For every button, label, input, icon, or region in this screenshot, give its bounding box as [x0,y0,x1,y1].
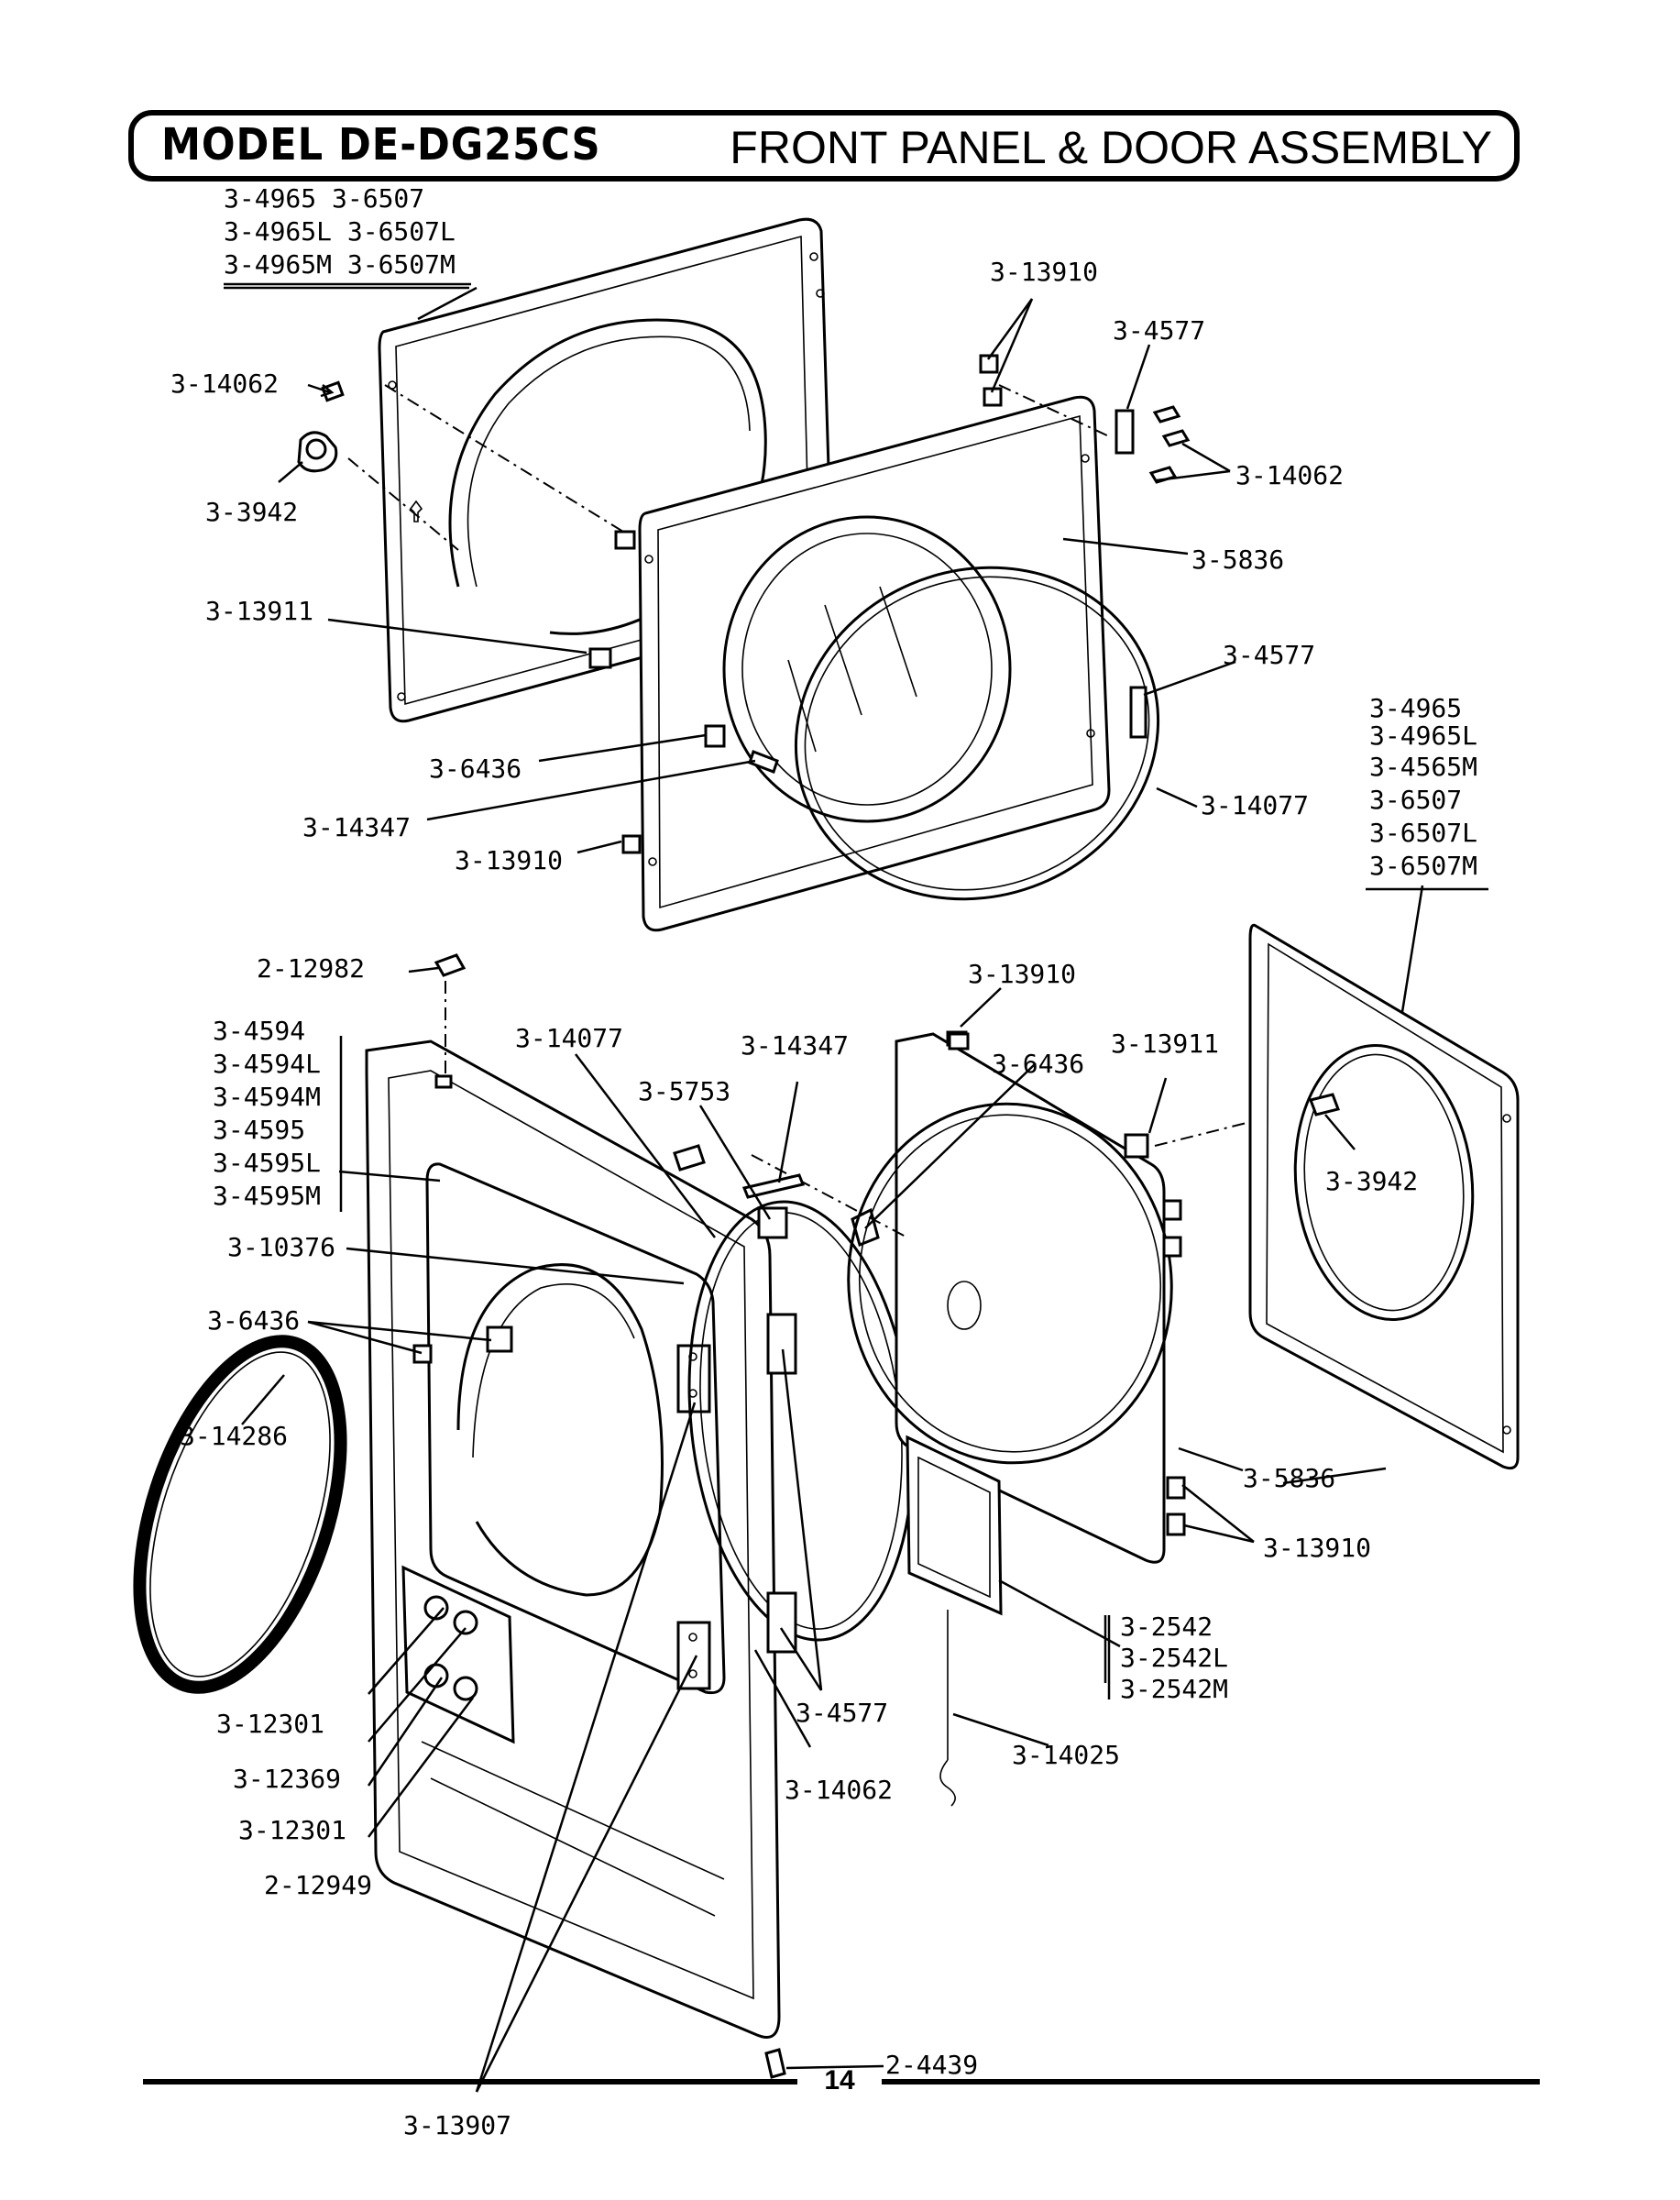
label-3-4577-b: 3-4577 [1223,640,1315,670]
part-labels: 3-4965 3-6507 3-4965L 3-6507L 3-4965M 3-… [170,183,1477,2140]
label-3-5836-b: 3-5836 [1243,1463,1335,1493]
label-3-14347-b: 3-14347 [741,1030,849,1061]
label-3-4577-c: 3-4577 [796,1698,888,1728]
header-box: MODEL DE-DG25CS FRONT PANEL & DOOR ASSEM… [128,110,1520,182]
label-3-5753: 3-5753 [638,1076,730,1106]
label-right-panel-5: 3-6507L [1369,818,1477,848]
label-door-frame-3: 3-4594M [213,1082,321,1112]
label-door-frame-5: 3-4595L [213,1148,321,1178]
label-3-14025: 3-14025 [1012,1740,1120,1770]
label-3-5836-a: 3-5836 [1191,544,1284,575]
label-3-3942-b: 3-3942 [1325,1166,1418,1196]
label-3-2542: 3-2542 [1120,1612,1213,1642]
section-title: FRONT PANEL & DOOR ASSEMBLY [730,122,1492,173]
right-rear-panel [1248,923,1520,1470]
door-seal-ring [794,566,1160,901]
footer-rule-left [143,2079,797,2084]
label-right-panel-4: 3-6507 [1369,785,1462,815]
label-3-12301-b: 3-12301 [238,1815,346,1845]
label-door-frame-1: 3-4594 [213,1016,305,1046]
top-small-parts [297,354,1191,854]
door-lock-cover [906,1435,1003,1616]
label-3-13907: 3-13907 [403,2110,511,2140]
label-3-14347-a: 3-14347 [302,812,411,842]
label-right-panel-2: 3-4965L [1369,720,1477,751]
label-3-10376: 3-10376 [227,1232,335,1262]
label-door-frame-4: 3-4595 [213,1115,305,1145]
label-3-3942-a: 3-3942 [205,497,298,527]
label-3-14062-a: 3-14062 [170,368,279,399]
label-3-14062-c: 3-14062 [785,1775,893,1805]
label-3-13910-c: 3-13910 [968,959,1076,989]
top-front-panel [638,395,1111,932]
door-gasket [133,1335,347,1694]
label-3-4577-a: 3-4577 [1113,315,1205,346]
bottom-small-parts [412,953,970,2079]
wire-3-14025 [939,1610,956,1807]
label-3-6436-c: 3-6436 [207,1305,300,1336]
page-number: 14 [824,2065,855,2096]
label-3-12301-a: 3-12301 [216,1709,324,1739]
label-3-12369: 3-12369 [233,1764,341,1794]
label-3-13910-d: 3-13910 [1263,1533,1371,1563]
label-3-2542m: 3-2542M [1120,1674,1228,1704]
model-title: MODEL DE-DG25CS [161,119,601,170]
label-door-frame-6: 3-4595M [213,1181,321,1211]
label-3-2542l: 3-2542L [1120,1643,1228,1673]
label-3-14077-b: 3-14077 [515,1023,623,1053]
inner-door-panel [847,1030,1186,1564]
footer-rule-right [882,2079,1540,2084]
label-3-14062-b: 3-14062 [1235,460,1344,490]
label-right-panel-6: 3-6507M [1369,851,1477,881]
label-3-13910-b: 3-13910 [990,257,1098,287]
label-2-12982: 2-12982 [257,953,365,984]
label-3-14286: 3-14286 [180,1421,288,1451]
label-3-13911-b: 3-13911 [1111,1028,1219,1059]
label-2-4439: 2-4439 [885,2050,978,2080]
label-door-frame-2: 3-4594L [213,1049,321,1079]
leader-lines [224,286,1424,2093]
label-3-13911-a: 3-13911 [205,596,313,626]
label-top-panel-2: 3-4965L 3-6507L [224,216,456,247]
label-right-panel-1: 3-4965 [1369,693,1462,723]
label-3-13910-a: 3-13910 [455,845,563,875]
label-2-12949: 2-12949 [264,1870,372,1900]
label-right-panel-3: 3-4565M [1369,752,1477,782]
label-top-panel-1: 3-4965 3-6507 [224,183,424,214]
door-frame [365,1040,781,2039]
label-top-panel-3: 3-4965M 3-6507M [224,249,456,280]
label-3-6436-a: 3-6436 [429,754,522,784]
label-3-6436-b: 3-6436 [992,1049,1084,1079]
label-3-14077-a: 3-14077 [1201,790,1309,820]
